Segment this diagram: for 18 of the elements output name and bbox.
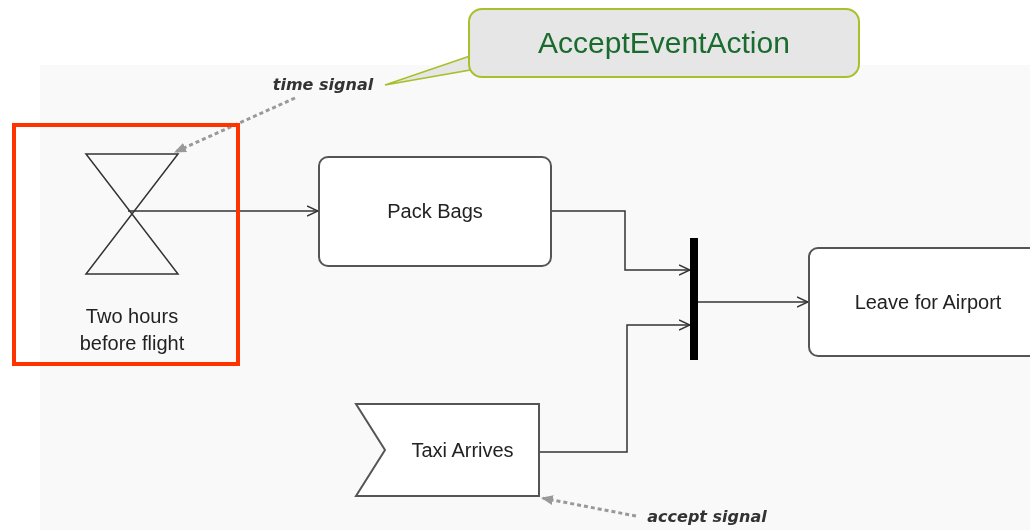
callout-tail xyxy=(384,54,471,86)
signal-arrow xyxy=(541,495,637,518)
highlight-frame xyxy=(12,123,240,366)
node-label: Two hours before flight xyxy=(78,304,186,356)
signal-label: time signal xyxy=(272,74,374,96)
flow-arrow xyxy=(539,319,691,453)
action-box xyxy=(808,247,1030,357)
callout-text: AcceptEventAction xyxy=(538,24,790,61)
node-label: Taxi Arrives xyxy=(411,437,514,463)
flow-arrow xyxy=(697,296,809,308)
signal-arrow xyxy=(174,96,296,154)
callout-bubble xyxy=(468,8,860,78)
action-box xyxy=(318,156,552,267)
signal-label: accept signal xyxy=(647,506,767,528)
flow-arrow xyxy=(551,210,691,276)
node-label: Pack Bags xyxy=(387,199,483,224)
join-bar xyxy=(690,238,698,360)
node-label: Leave for Airport xyxy=(854,289,1002,315)
